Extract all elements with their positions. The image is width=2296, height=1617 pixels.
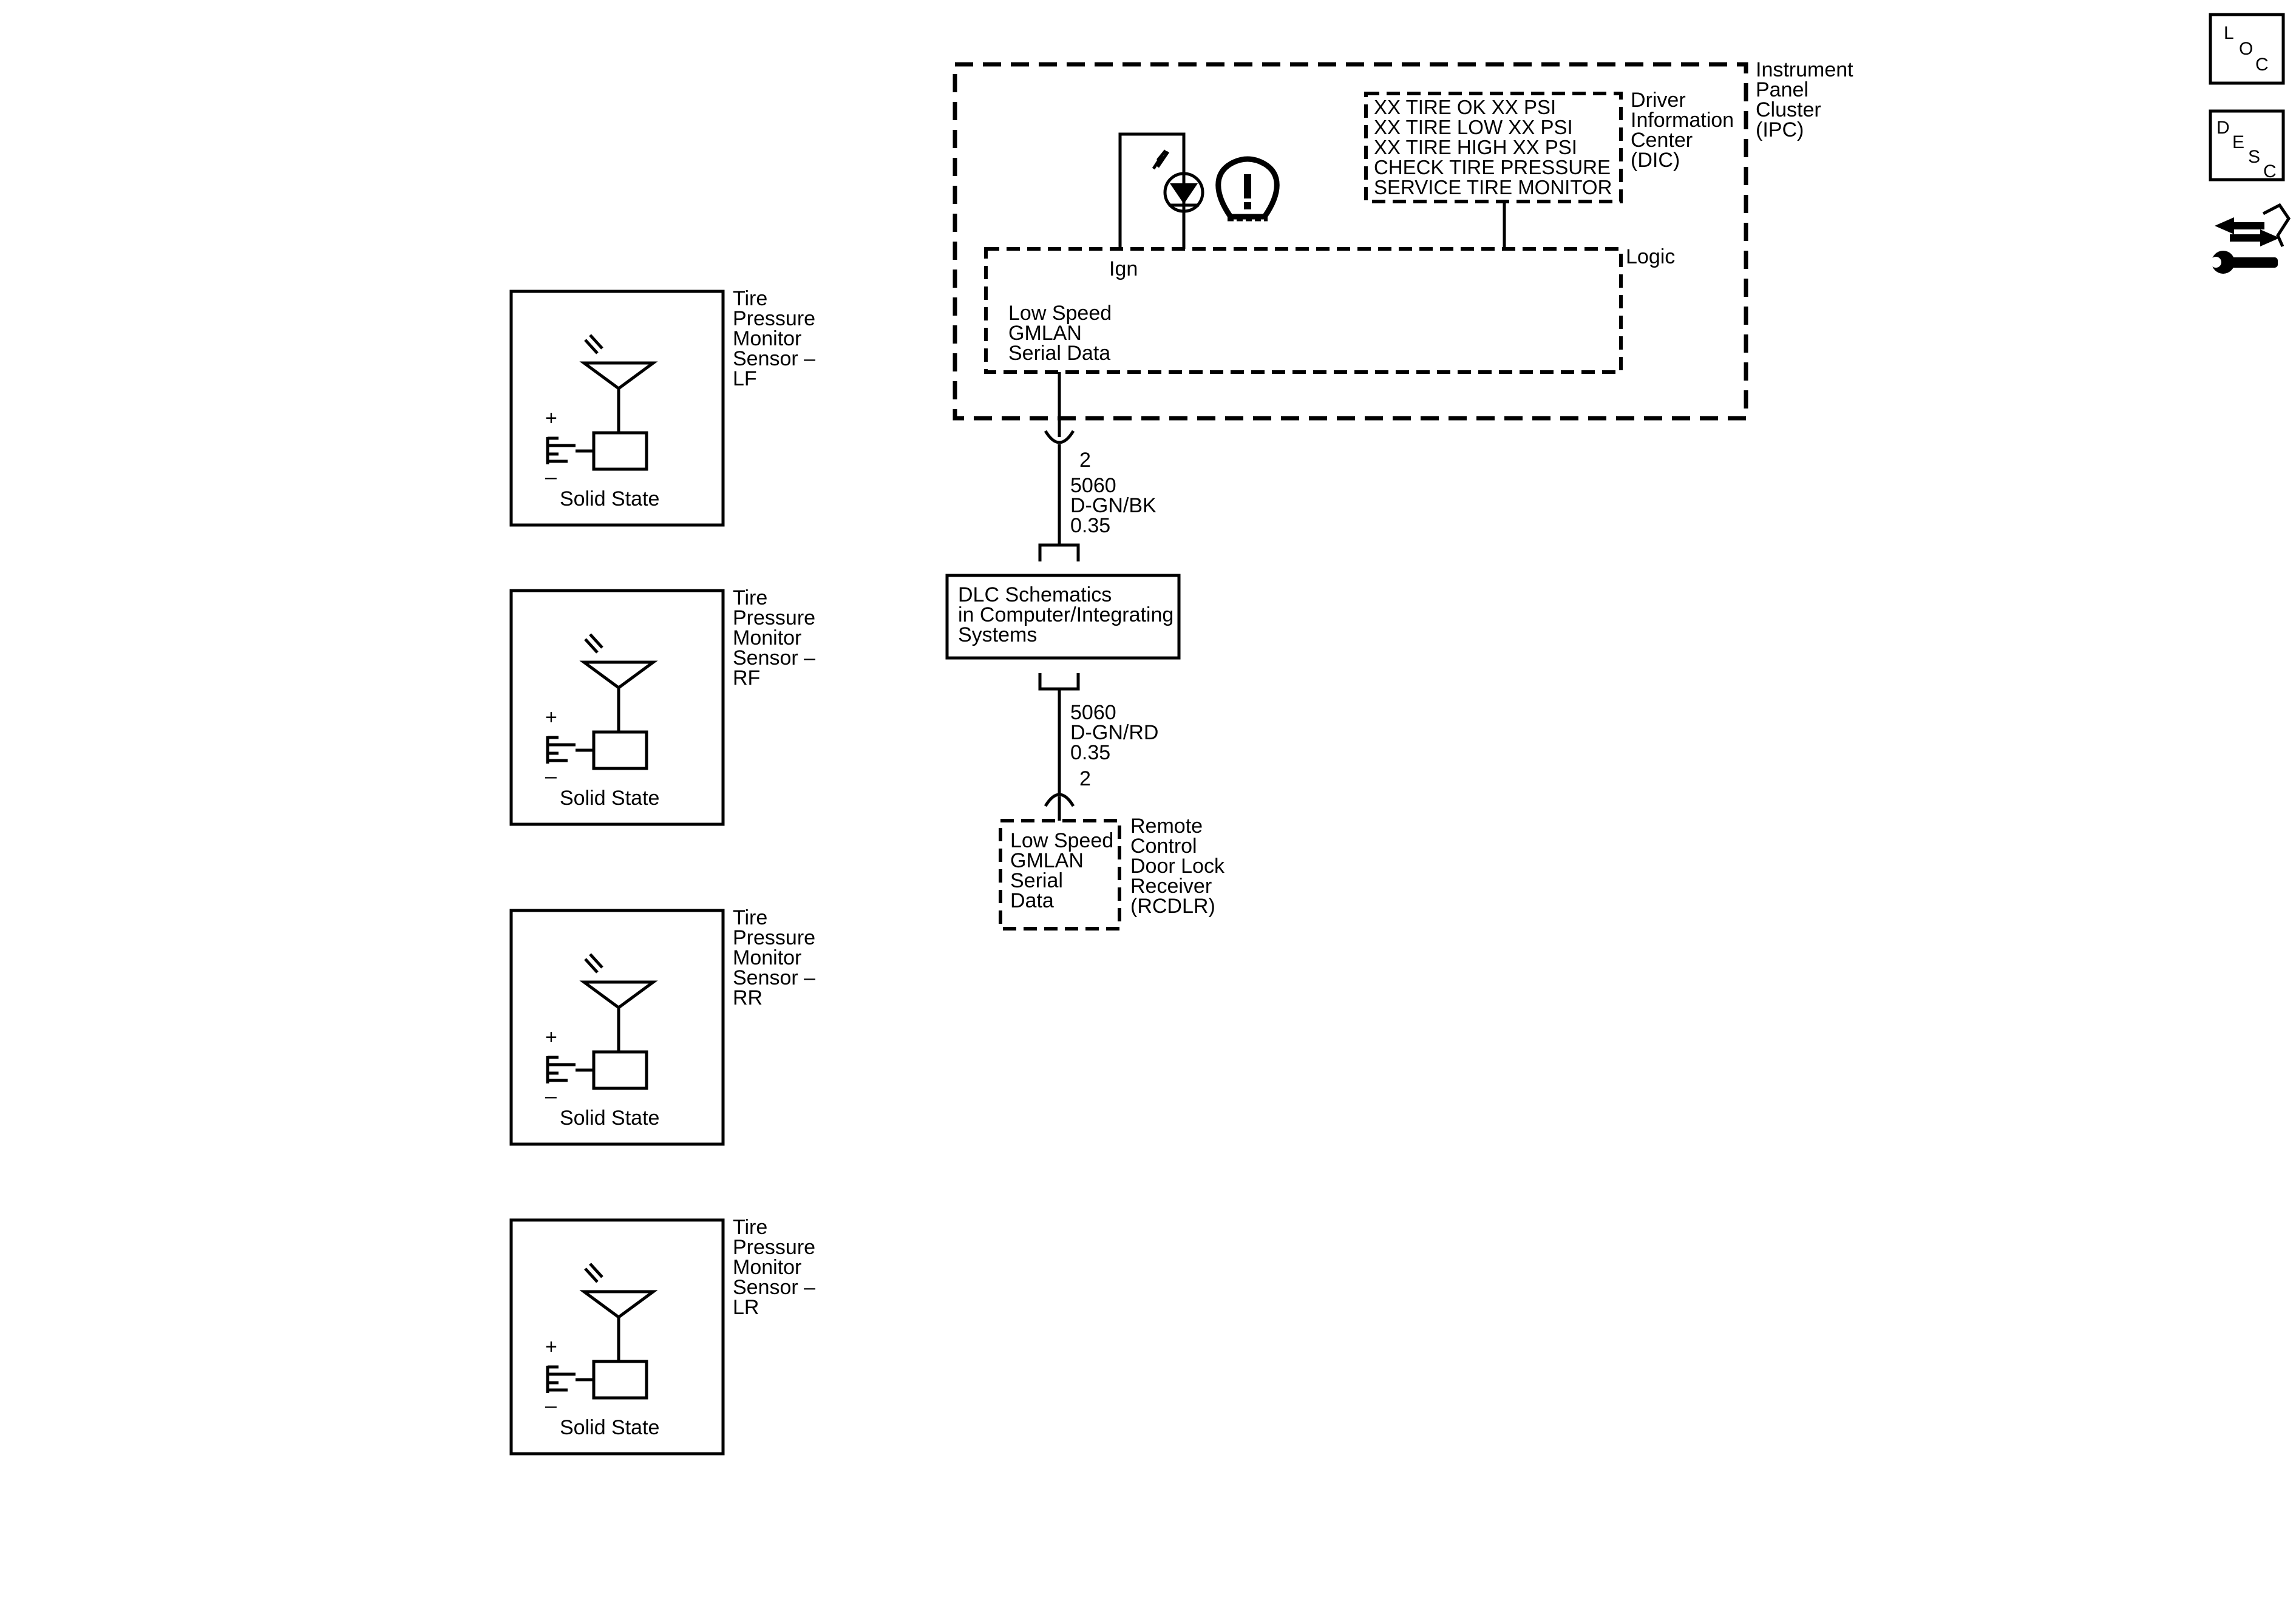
battery-icon: [546, 1365, 594, 1393]
battery-minus: –: [545, 765, 557, 788]
ipc-name: Instrument Panel Cluster (IPC): [1756, 58, 1859, 141]
sensor-rf: + – Solid State Tire Pressure Monitor Se…: [509, 586, 821, 826]
dic-messages: XX TIRE OK XX PSI XX TIRE LOW XX PSI XX …: [1374, 96, 1616, 198]
connector-service-icon[interactable]: [2210, 203, 2291, 274]
antenna-icon: [579, 1263, 658, 1361]
dlc-connector-top: [1038, 543, 1080, 561]
battery-icon: [546, 1056, 594, 1083]
connector-service-button[interactable]: [2210, 203, 2291, 274]
sensor-name: Tire Pressure Monitor Sensor – LF: [733, 287, 821, 390]
battery-minus: –: [545, 1085, 557, 1108]
sensor-state-label: Solid State: [560, 487, 659, 510]
sensor-element: [592, 1360, 648, 1400]
antenna-icon: [579, 334, 658, 433]
sensor-element: [592, 1050, 648, 1090]
battery-plus: +: [545, 407, 557, 430]
desc-icon[interactable]: [2209, 109, 2285, 181]
upper-circuit: 2 5060 D-GN/BK 0.35: [1038, 430, 1162, 561]
dlc-connector-bottom: [1038, 673, 1080, 691]
lower-wire-label: 5060 D-GN/RD 0.35: [1070, 701, 1164, 764]
svg-text:D E S C: D E S C: [2216, 118, 2277, 181]
battery-plus: +: [545, 706, 557, 729]
ipc-serial-data-label: Low Speed GMLAN Serial Data: [1008, 302, 1118, 365]
logic-boundary: [984, 247, 1623, 374]
sensor-box: [509, 1218, 725, 1456]
sensor-name: Tire Pressure Monitor Sensor – LR: [733, 1216, 821, 1319]
antenna-icon: [579, 633, 658, 732]
upper-wire-label: 5060 D-GN/BK 0.35: [1070, 474, 1162, 537]
sensor-lr: + – Solid State Tire Pressure Monitor Se…: [509, 1216, 821, 1456]
battery-minus: –: [545, 1394, 557, 1417]
sensor-element: [592, 431, 648, 471]
rcdlr-connector-female: [1044, 793, 1075, 807]
battery-plus: +: [545, 1335, 557, 1358]
sensor-element: [592, 730, 648, 770]
dlc-box[interactable]: [945, 574, 1181, 660]
sensor-box: [509, 290, 725, 527]
svg-text:L O C: L O C: [2224, 23, 2269, 75]
dic-boundary: [1364, 92, 1623, 203]
sensor-lf: + – Solid State Tire Pressure Monitor Se…: [509, 287, 821, 527]
sensor-name: Tire Pressure Monitor Sensor – RF: [733, 586, 821, 690]
rcdlr-serial-data-label: Low Speed GMLAN Serial Data: [1010, 829, 1119, 912]
indicator-led: [1152, 149, 1204, 213]
sensor-state-label: Solid State: [560, 787, 659, 810]
lower-pin-number: 2: [1079, 767, 1091, 790]
battery-icon: [546, 736, 594, 764]
sensor-state-label: Solid State: [560, 1416, 659, 1439]
sensor-rr: + – Solid State Tire Pressure Monitor Se…: [509, 906, 821, 1146]
antenna-icon: [579, 953, 658, 1052]
logic-label: Logic: [1626, 245, 1675, 268]
rcdlr-name: Remote Control Door Lock Receiver (RCDLR…: [1130, 815, 1230, 918]
sensor-box: [509, 909, 725, 1146]
loc-icon[interactable]: [2209, 13, 2285, 85]
tire-pressure-warning-icon: [1215, 156, 1280, 222]
lower-circuit: 5060 D-GN/RD 0.35 2: [1038, 673, 1164, 821]
loc-button[interactable]: L O C: [2209, 13, 2285, 85]
ign-wire: [1118, 132, 1186, 249]
battery-icon: [546, 436, 594, 464]
rcdlr-boundary: [999, 819, 1121, 931]
sensor-state-label: Solid State: [560, 1107, 659, 1130]
sensor-name: Tire Pressure Monitor Sensor – RR: [733, 906, 821, 1009]
ign-label: Ign: [1109, 257, 1138, 280]
rcdlr-module: Low Speed GMLAN Serial Data Remote Contr…: [999, 815, 1230, 931]
desc-button[interactable]: D E S C: [2209, 109, 2285, 181]
ipc-module: Instrument Panel Cluster (IPC) XX TIRE O…: [953, 58, 1859, 437]
battery-plus: +: [545, 1026, 557, 1049]
dic-name: Driver Information Center (DIC): [1631, 89, 1740, 172]
upper-pin-number: 2: [1079, 449, 1091, 472]
ipc-boundary: [953, 62, 1748, 421]
battery-minus: –: [545, 466, 557, 489]
dlc-link-text[interactable]: DLC Schematics in Computer/Integrating S…: [958, 583, 1180, 646]
ipc-connector-female: [1044, 430, 1075, 444]
sensor-box: [509, 589, 725, 826]
dlc-module[interactable]: DLC Schematics in Computer/Integrating S…: [945, 574, 1181, 660]
